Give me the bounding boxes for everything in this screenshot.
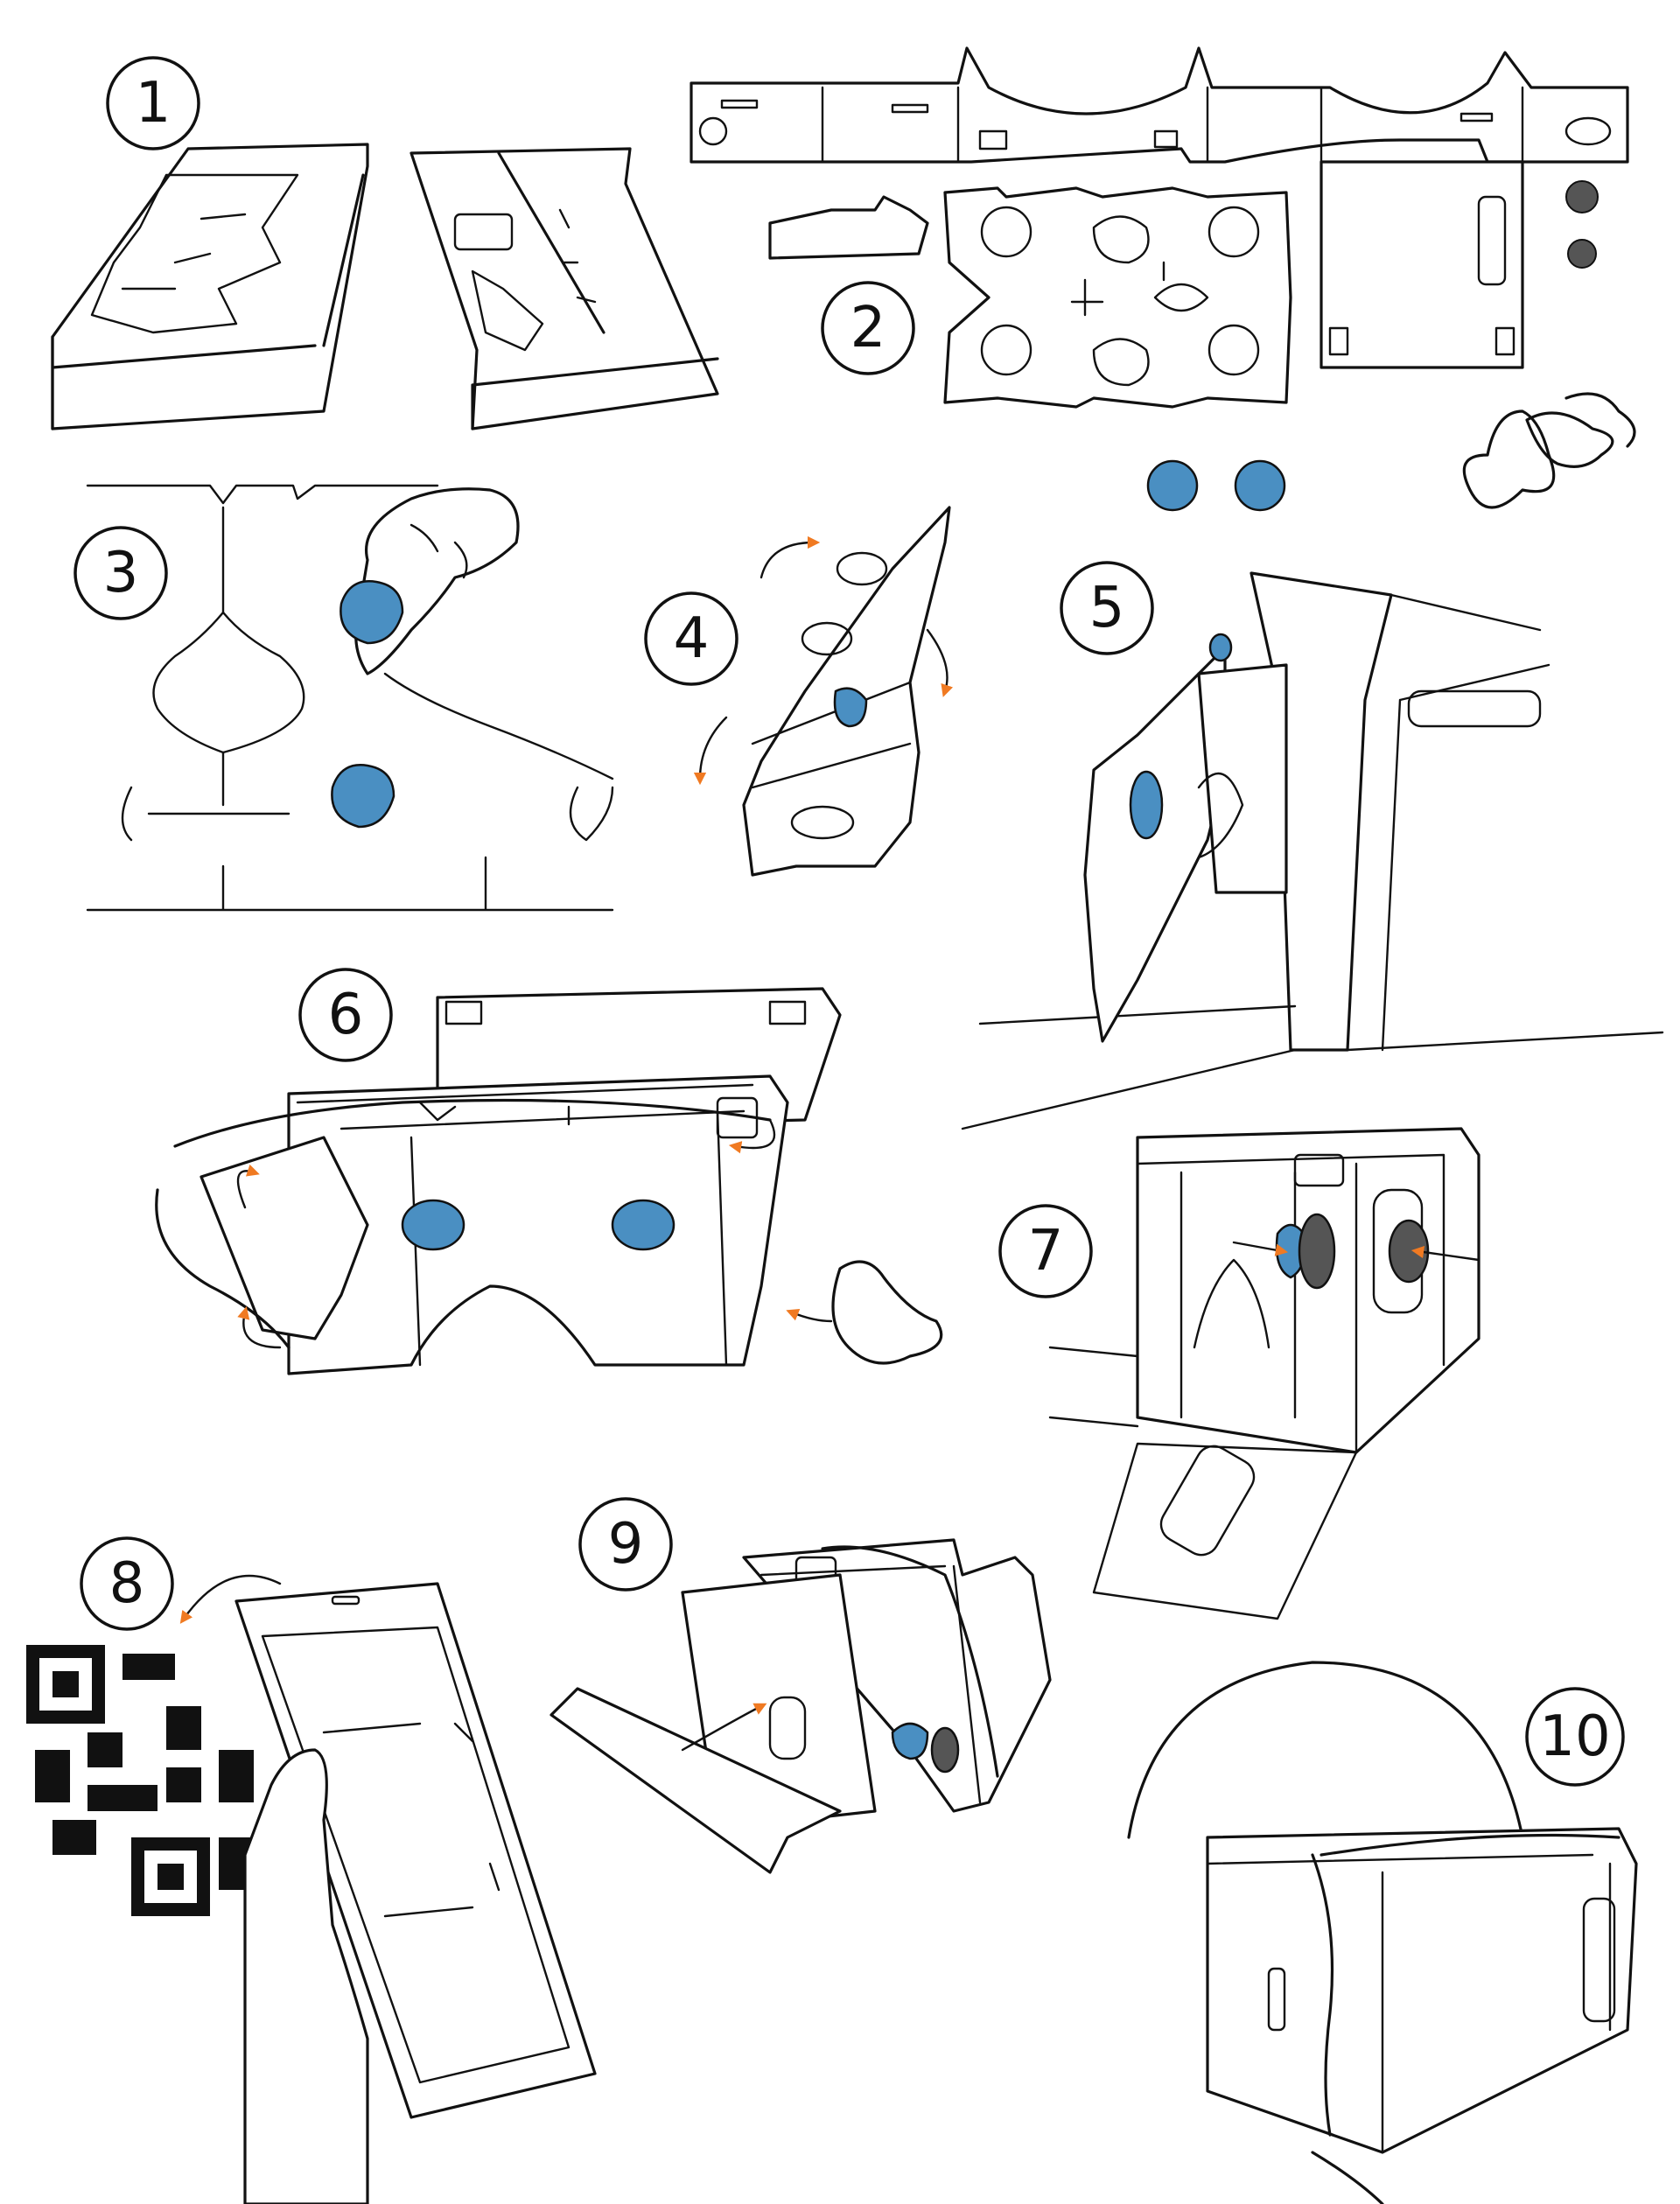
- step-number-4: 4: [674, 606, 710, 671]
- step-badge-4: 4: [644, 591, 738, 686]
- step-1-illustration: [51, 143, 719, 430]
- step-7-illustration: [1048, 1127, 1480, 1620]
- step-4-illustration: [693, 506, 954, 877]
- step-2-illustration: [690, 46, 1636, 512]
- step-3-illustration: [86, 484, 614, 912]
- step-badge-7: 7: [998, 1204, 1093, 1298]
- step-badge-1: 1: [106, 56, 200, 150]
- step-badge-3: 3: [74, 526, 168, 620]
- step-9-illustration: [550, 1538, 1052, 1874]
- step-badge-5: 5: [1060, 561, 1154, 655]
- step-6-illustration: [155, 987, 943, 1375]
- step-number-7: 7: [1028, 1219, 1064, 1284]
- step-8-illustration: [26, 1574, 597, 2204]
- step-badge-8: 8: [80, 1536, 174, 1631]
- step-5-illustration: [961, 571, 1664, 1130]
- step-badge-6: 6: [298, 968, 393, 1062]
- step-badge-10: 10: [1525, 1687, 1625, 1787]
- step-number-2: 2: [850, 296, 886, 360]
- step-10-illustration: [1127, 1661, 1638, 2204]
- step-number-8: 8: [109, 1551, 145, 1616]
- step-number-5: 5: [1089, 576, 1125, 640]
- qr-code: [26, 1645, 254, 1916]
- step-number-6: 6: [328, 983, 364, 1047]
- step-badge-2: 2: [821, 281, 915, 375]
- step-number-9: 9: [608, 1512, 644, 1577]
- step-number-10: 10: [1539, 1704, 1610, 1769]
- step-badge-9: 9: [578, 1497, 673, 1592]
- step-number-1: 1: [136, 71, 172, 136]
- step-number-3: 3: [103, 541, 139, 605]
